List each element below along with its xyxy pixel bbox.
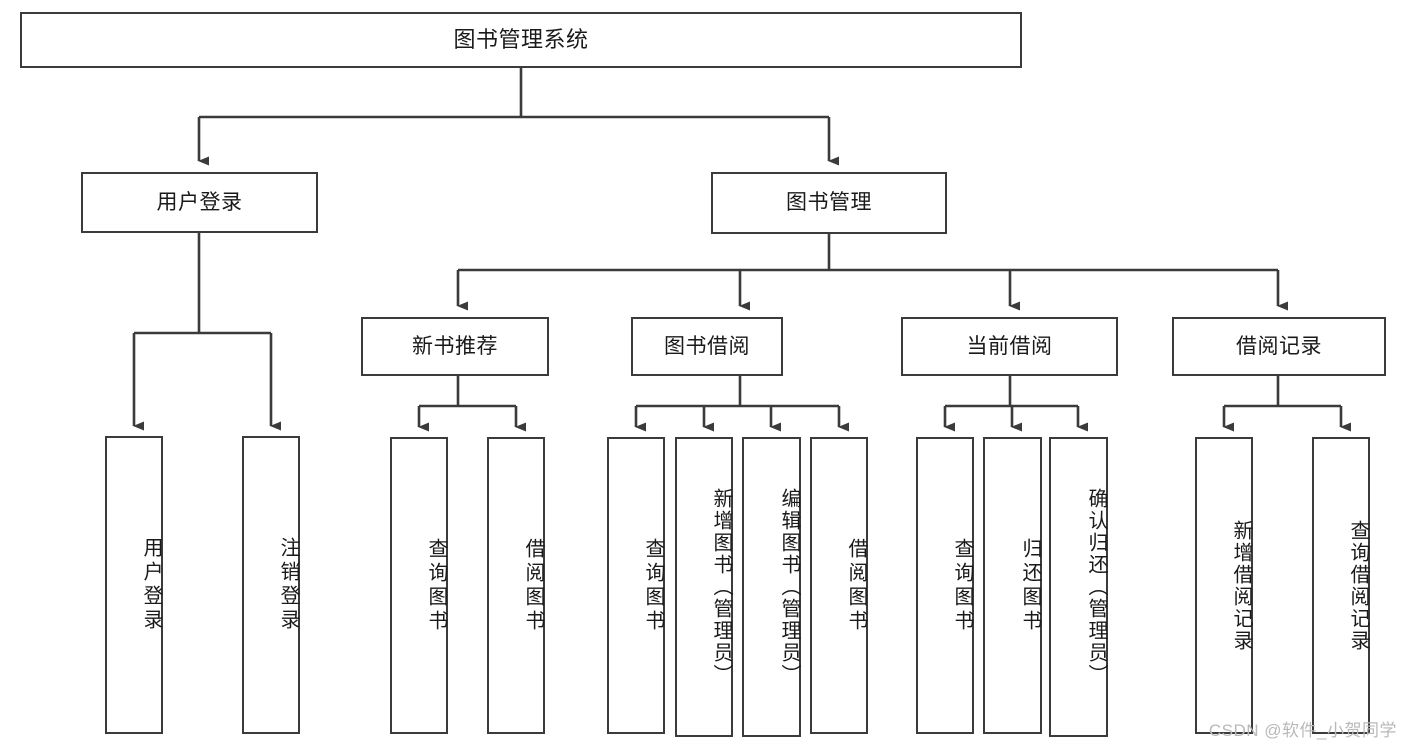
node-user-login[interactable]: 用户登录: [81, 172, 318, 233]
leaf-user-login-login[interactable]: 用户登录: [105, 436, 163, 734]
leaf-new-book-query-books[interactable]: 查询图书: [390, 437, 448, 734]
node-label: 图书借阅: [664, 334, 750, 358]
node-label: 查询图书: [951, 537, 973, 634]
leaf-book-borrow-add-book-admin[interactable]: 新增图书（管理员）: [675, 437, 733, 737]
node-label: 用户登录: [140, 537, 162, 633]
node-book-borrow[interactable]: 图书借阅: [631, 317, 783, 376]
node-label: 借阅图书: [522, 537, 544, 634]
node-new-book-recommend[interactable]: 新书推荐: [361, 317, 549, 376]
node-label: 查询图书: [425, 537, 447, 634]
node-label: 新增图书（管理员）: [710, 488, 732, 686]
node-label: 当前借阅: [966, 334, 1053, 358]
node-label: 编辑图书（管理员）: [778, 488, 800, 686]
leaf-current-borrow-query-books[interactable]: 查询图书: [916, 437, 974, 734]
leaf-book-borrow-borrow-books[interactable]: 借阅图书: [810, 437, 868, 734]
node-label: 注销登录: [277, 537, 299, 633]
node-book-management[interactable]: 图书管理: [711, 172, 947, 234]
node-current-borrow[interactable]: 当前借阅: [901, 317, 1118, 376]
node-label: 查询借阅记录: [1347, 519, 1369, 652]
node-label: 借阅图书: [845, 537, 867, 634]
leaf-book-borrow-query-books[interactable]: 查询图书: [607, 437, 665, 734]
node-borrow-record[interactable]: 借阅记录: [1172, 317, 1386, 376]
node-label: 借阅记录: [1236, 334, 1322, 358]
leaf-borrow-record-query-record[interactable]: 查询借阅记录: [1312, 437, 1370, 734]
node-label: 图书管理: [786, 191, 872, 215]
node-label: 新增借阅记录: [1230, 519, 1252, 652]
node-root-book-management-system[interactable]: 图书管理系统: [20, 12, 1022, 68]
node-label: 用户登录: [156, 190, 243, 214]
node-label: 确认归还（管理员）: [1085, 488, 1107, 686]
csdn-watermark: CSDN @软件_小贺同学: [1208, 721, 1397, 740]
leaf-book-borrow-edit-book-admin[interactable]: 编辑图书（管理员）: [742, 437, 801, 737]
leaf-current-borrow-return-books[interactable]: 归还图书: [983, 437, 1042, 734]
node-label: 图书管理系统: [453, 26, 589, 52]
leaf-user-login-logout[interactable]: 注销登录: [242, 436, 300, 734]
leaf-new-book-borrow-books[interactable]: 借阅图书: [487, 437, 545, 734]
leaf-current-borrow-confirm-return-admin[interactable]: 确认归还（管理员）: [1049, 437, 1108, 737]
node-label: 归还图书: [1019, 537, 1041, 634]
node-label: 查询图书: [642, 537, 664, 634]
node-label: 新书推荐: [412, 334, 498, 358]
leaf-borrow-record-add-record[interactable]: 新增借阅记录: [1195, 437, 1253, 734]
